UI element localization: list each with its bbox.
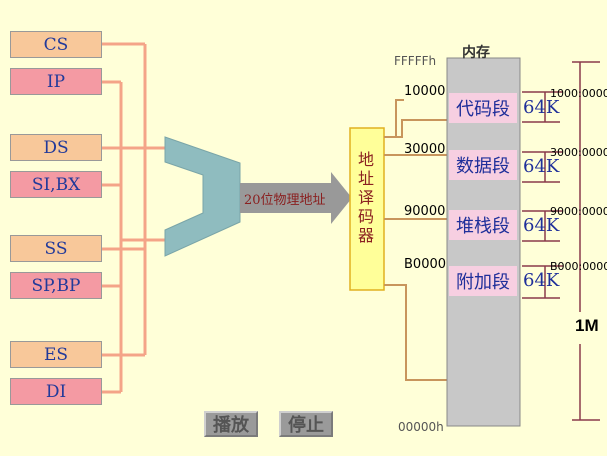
segment-size: 64K [523, 97, 560, 118]
register-sp-bp: SP,BP [10, 272, 102, 299]
address-adder [164, 136, 241, 257]
segment-size: 64K [523, 156, 560, 177]
memory-title: 内存 [462, 45, 490, 61]
register-di: DI [10, 378, 102, 405]
segment-code: 代码段 [449, 93, 517, 123]
memory-top-address: FFFFFh [394, 54, 437, 68]
register-cs: CS [10, 31, 102, 58]
segment-start-address: B0000 [404, 257, 447, 272]
segment-extra: 附加段 [449, 266, 517, 296]
segment-far-address: B000:0000 [550, 260, 607, 273]
segment-data: 数据段 [449, 150, 517, 180]
decoder-label: 地址译码器 [358, 150, 375, 245]
segment-start-address: 90000 [404, 204, 446, 219]
register-ss: SS [10, 235, 102, 262]
segment-far-address: 3000:0000 [550, 146, 607, 159]
segment-start-address: 10000 [404, 84, 446, 99]
segment-stack: 堆栈段 [449, 210, 517, 240]
stop-button[interactable]: 停止 [279, 411, 333, 437]
play-button[interactable]: 播放 [204, 411, 258, 437]
adder-output-label: 20位物理地址 [244, 193, 326, 208]
segment-size: 64K [523, 270, 560, 291]
register-ds: DS [10, 134, 102, 161]
register-es: ES [10, 341, 102, 368]
segment-size: 64K [523, 215, 560, 236]
memory-bottom-address: 00000h [398, 420, 444, 434]
memory-total-size: 1M [575, 316, 599, 335]
segment-far-address: 9000:0000 [550, 205, 607, 218]
segment-start-address: 30000 [404, 142, 446, 157]
segment-far-address: 1000:0000 [550, 87, 607, 100]
register-si-bx: SI,BX [10, 171, 102, 198]
register-ip: IP [10, 68, 102, 95]
address-decoder [349, 127, 385, 291]
physical-address-arrow [240, 172, 352, 224]
